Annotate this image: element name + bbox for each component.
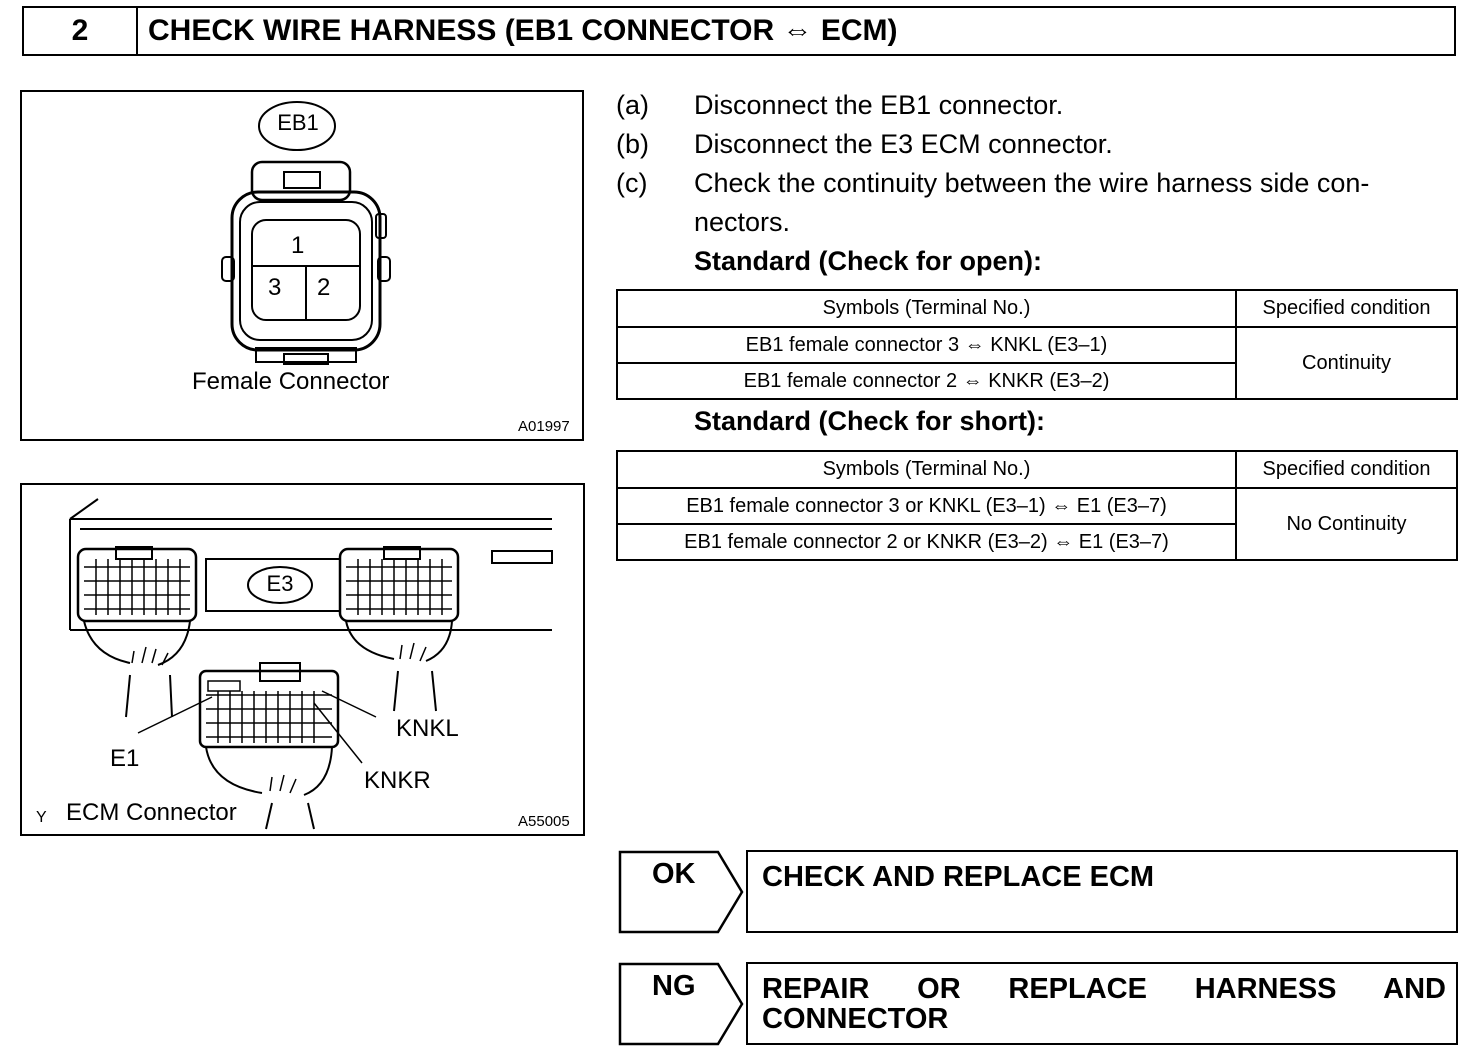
knkl-label: KNKL: [396, 715, 459, 742]
standard-open-heading: Standard (Check for open):: [694, 246, 1043, 276]
col-header-symbols: Symbols (Terminal No.): [616, 289, 1237, 328]
step-c: (c) Check the continuity between the wir…: [616, 164, 1466, 244]
condition-cell: Continuity: [1235, 326, 1458, 400]
standard-open-table: Symbols (Terminal No.) Specified conditi…: [616, 289, 1458, 400]
table-row: EB1 female connector 3 or KNKL (E3–1) ⇔ …: [616, 487, 1237, 525]
ok-result-box: CHECK AND REPLACE ECM: [746, 850, 1458, 933]
step-text: Disconnect the EB1 connector.: [694, 90, 1064, 120]
figure-code: A55005: [518, 813, 570, 830]
figure-code: A01997: [518, 418, 570, 435]
female-connector-caption: Female Connector: [192, 368, 390, 395]
step-letter: (b): [616, 129, 649, 159]
standard-short-heading: Standard (Check for short):: [694, 406, 1046, 436]
eb1-connector-figure: EB1 1 3 2 Female Connector A01997: [20, 90, 584, 441]
step-text: Check the continuity between the wire ha…: [694, 168, 1370, 198]
step-a: (a) Disconnect the EB1 connector.: [616, 86, 1466, 126]
eb1-tag: EB1: [277, 110, 319, 135]
step-number: 2: [24, 8, 138, 54]
eb1-connector-illustration: [221, 101, 391, 365]
ecm-connector-caption: ECM Connector: [66, 799, 237, 826]
col-header-symbols: Symbols (Terminal No.): [616, 450, 1237, 489]
pin-1-label: 1: [291, 232, 305, 259]
ng-result-text-line2: CONNECTOR: [762, 1003, 949, 1035]
col-header-condition: Specified condition: [1235, 450, 1458, 489]
standard-short-table: Symbols (Terminal No.) Specified conditi…: [616, 450, 1458, 561]
step-text: Disconnect the E3 ECM connector.: [694, 129, 1113, 159]
ok-arrow-tag: [618, 850, 744, 934]
pin-2-label: 2: [317, 274, 331, 301]
step-letter: (a): [616, 90, 649, 120]
ecm-connector-illustration: [69, 498, 553, 830]
table-row: EB1 female connector 3 ⇔ KNKL (E3–1): [616, 326, 1237, 364]
table-row: EB1 female connector 2 or KNKR (E3–2) ⇔ …: [616, 523, 1237, 561]
e3-tag: E3: [266, 571, 294, 596]
corner-mark: Y: [36, 809, 47, 826]
step-b: (b) Disconnect the E3 ECM connector.: [616, 125, 1466, 165]
ok-label: OK: [652, 858, 696, 890]
ng-result-text-line1: REPAIR OR REPLACE HARNESS AND: [762, 973, 1446, 1005]
ok-result-text: CHECK AND REPLACE ECM: [762, 861, 1155, 893]
ng-arrow-tag: [618, 962, 744, 1046]
table-row: EB1 female connector 2 ⇔ KNKR (E3–2): [616, 362, 1237, 400]
ecm-connector-figure: E3 E1 KNKL KNKR Y ECM Connector A55005: [20, 483, 585, 836]
e1-label: E1: [110, 745, 140, 772]
step-text-continued: nectors.: [694, 207, 791, 237]
col-header-condition: Specified condition: [1235, 289, 1458, 328]
step-title: CHECK WIRE HARNESS (EB1 CONNECTOR ⇔ ECM): [148, 14, 898, 47]
knkr-label: KNKR: [364, 767, 431, 794]
ng-result-box: REPAIR OR REPLACE HARNESS AND CONNECTOR: [746, 962, 1458, 1045]
pin-3-label: 3: [268, 274, 282, 301]
step-letter: (c): [616, 168, 648, 198]
step-header: 2 CHECK WIRE HARNESS (EB1 CONNECTOR ⇔ EC…: [22, 6, 1456, 56]
condition-cell: No Continuity: [1235, 487, 1458, 561]
ng-label: NG: [652, 970, 696, 1002]
